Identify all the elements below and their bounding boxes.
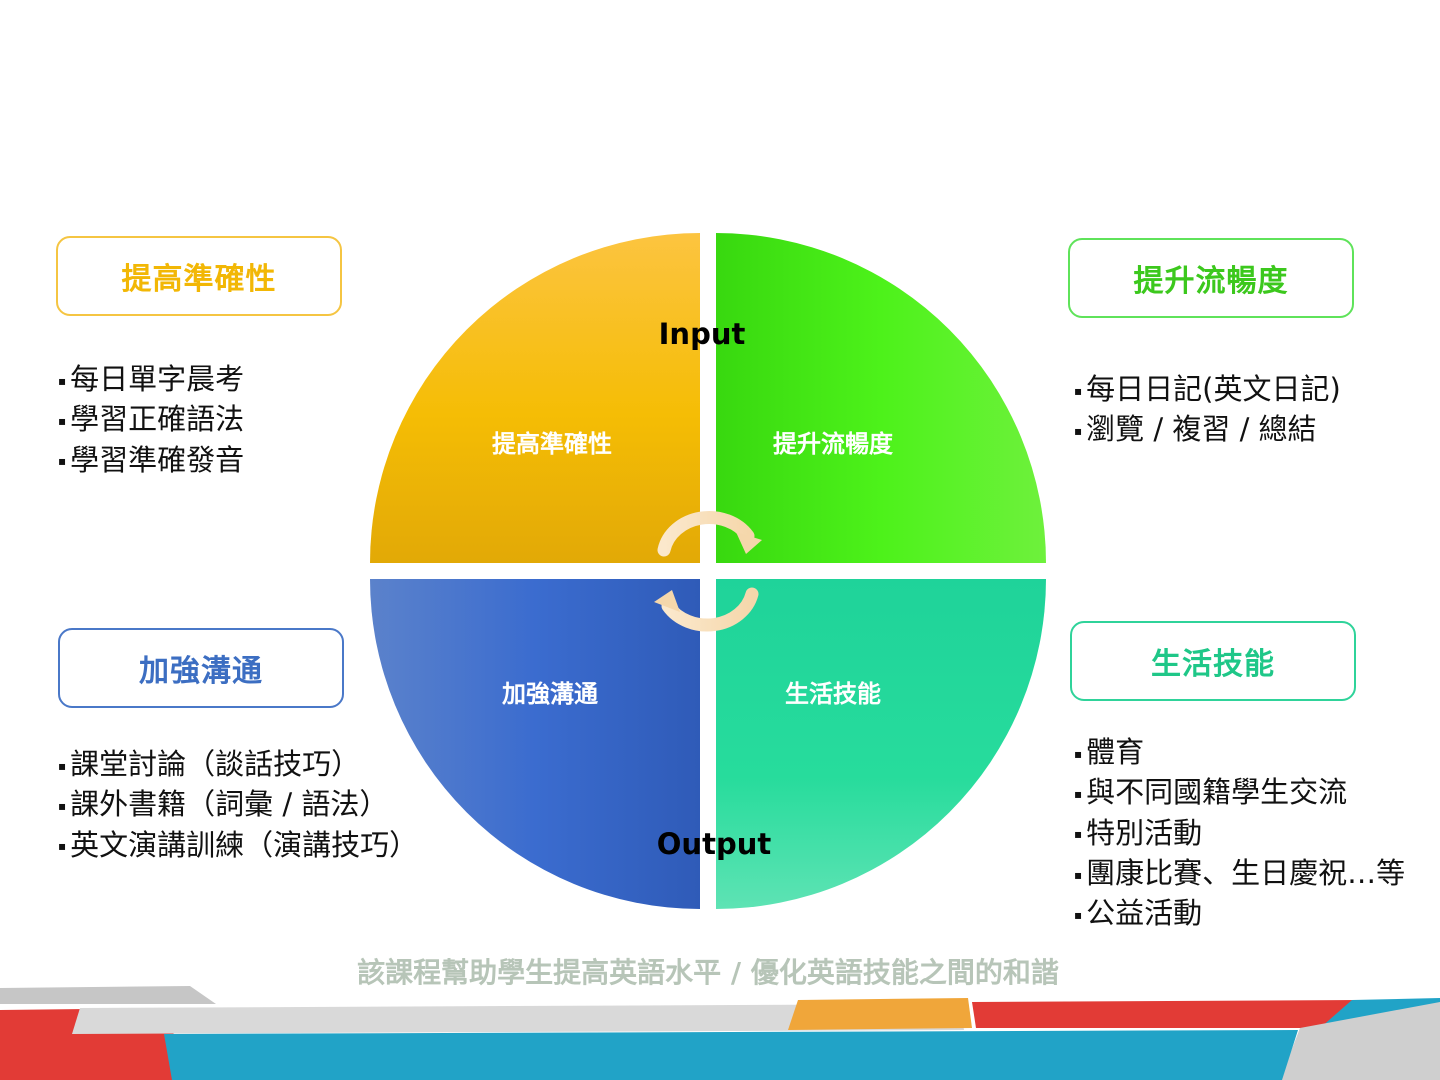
list-item: 體育 [1074,733,1405,773]
fluency-list: 每日日記(英文日記) 瀏覽 / 複習 / 總結 [1074,370,1341,451]
communication-list: 課堂討論（談話技巧） 課外書籍（詞彙 / 語法） 英文演講訓練（演講技巧） [58,745,418,866]
list-item: 瀏覽 / 複習 / 總結 [1074,410,1341,450]
quadrant-top-right [716,233,1046,563]
quadrant-bottom-right [716,579,1046,909]
quadrant-label-top-right: 提升流暢度 [773,430,894,458]
footer-banner [0,986,1440,1080]
list-item: 課外書籍（詞彙 / 語法） [58,785,418,825]
list-item: 特別活動 [1074,814,1405,854]
panel-title-fluency: 提升流暢度 [1068,238,1354,318]
list-item: 每日日記(英文日記) [1074,370,1341,410]
quadrant-top-left [370,233,700,563]
quadrant-label-bottom-left: 加強溝通 [502,680,598,708]
output-label: Output [657,827,772,861]
panel-title-communication: 加強溝通 [58,628,344,708]
list-item: 課堂討論（談話技巧） [58,745,418,785]
list-item: 學習準確發音 [58,441,244,481]
list-item: 每日單字晨考 [58,360,244,400]
input-label: Input [659,317,746,351]
cycle-arrow-top-icon [657,511,762,557]
quadrant-label-top-left: 提高準確性 [492,430,612,458]
life-skills-list: 體育 與不同國籍學生交流 特別活動 團康比賽、生日慶祝…等 公益活動 [1074,733,1405,934]
cycle-arrow-bottom-icon [654,587,759,632]
list-item: 團康比賽、生日慶祝…等 [1074,854,1405,894]
panel-title-life-skills: 生活技能 [1070,621,1356,701]
list-item: 英文演講訓練（演講技巧） [58,826,418,866]
list-item: 與不同國籍學生交流 [1074,773,1405,813]
footer-caption: 該課程幫助學生提高英語水平 / 優化英語技能之間的和諧 [357,956,1059,989]
panel-title-accuracy: 提高準確性 [56,236,342,316]
list-item: 公益活動 [1074,894,1405,934]
list-item: 學習正確語法 [58,400,244,440]
quadrant-bottom-left [370,579,700,909]
quadrant-label-bottom-right: 生活技能 [785,680,881,708]
accuracy-list: 每日單字晨考 學習正確語法 學習準確發音 [58,360,244,481]
